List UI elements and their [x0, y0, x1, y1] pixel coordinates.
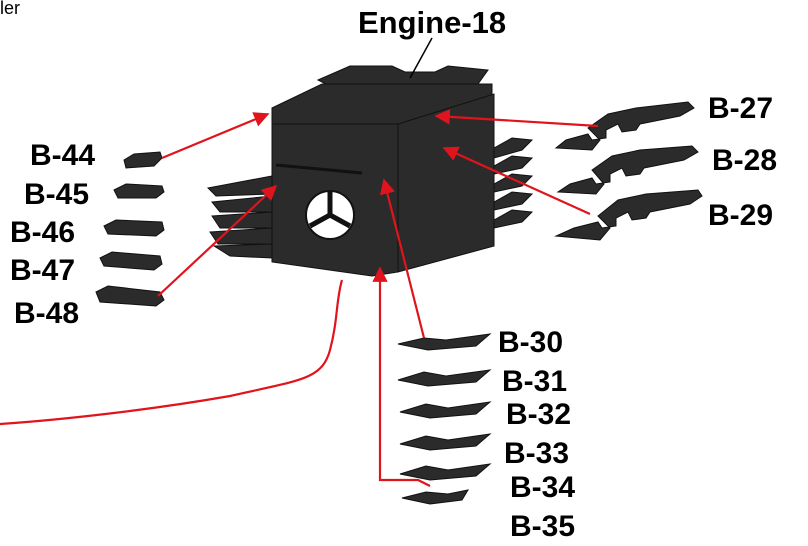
label-b-48: B-48 [14, 297, 79, 330]
left-parts [96, 152, 164, 306]
label-b-30: B-30 [498, 326, 563, 359]
label-b-35: B-35 [510, 510, 575, 543]
part-b-44 [124, 152, 162, 168]
label-b-33: B-33 [504, 437, 569, 470]
label-b-45: B-45 [24, 178, 89, 211]
label-b-46: B-46 [10, 216, 75, 249]
part-b-31 [398, 370, 490, 386]
label-b-47: B-47 [10, 254, 75, 287]
part-b-29 [556, 190, 702, 240]
right-parts [556, 102, 702, 240]
part-b-48 [96, 286, 164, 306]
part-b-46 [104, 220, 164, 236]
label-engine-18: Engine-18 [358, 5, 506, 40]
corner-text: ler [0, 0, 20, 18]
label-b-29: B-29 [708, 199, 773, 232]
label-b-28: B-28 [712, 144, 777, 177]
bottom-parts [398, 334, 490, 504]
label-b-31: B-31 [502, 365, 567, 398]
part-b-34 [400, 464, 490, 480]
label-b-27: B-27 [708, 92, 773, 125]
label-b-44: B-44 [30, 139, 95, 172]
part-b-28 [558, 146, 698, 194]
label-b-32: B-32 [506, 398, 571, 431]
part-b-47 [100, 252, 162, 270]
part-b-30 [398, 334, 490, 350]
part-b-35 [402, 490, 468, 504]
label-b-34: B-34 [510, 471, 575, 504]
part-b-27 [556, 102, 694, 150]
part-b-33 [400, 434, 490, 450]
part-b-45 [114, 184, 164, 198]
part-b-32 [400, 402, 490, 418]
engine-block [208, 66, 532, 276]
